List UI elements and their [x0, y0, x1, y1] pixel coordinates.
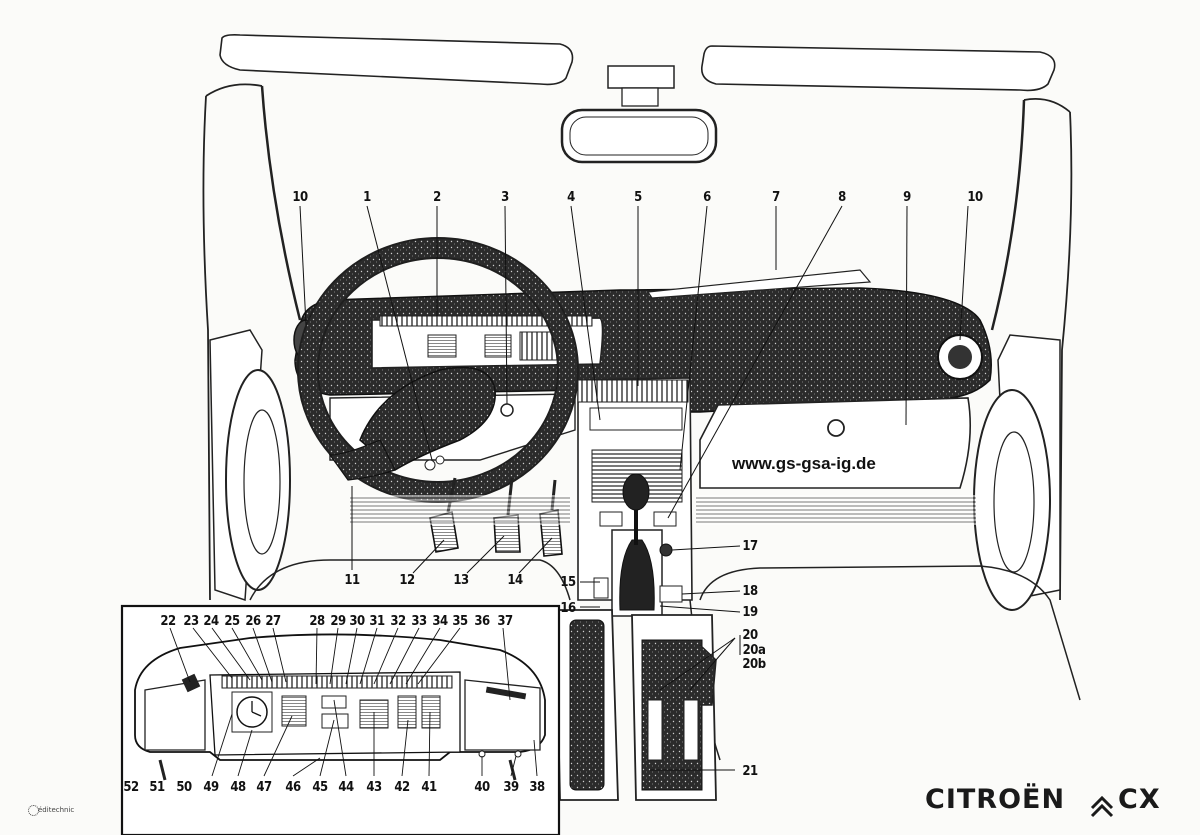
callout-34: 34	[432, 614, 448, 629]
callout-22: 22	[160, 614, 176, 629]
gear-knob	[622, 473, 650, 511]
website-label: www.gs-gsa-ig.de	[726, 452, 882, 476]
callout-31: 31	[369, 614, 385, 629]
callout-23: 23	[183, 614, 199, 629]
callout-2: 2	[433, 190, 441, 205]
callout-44: 44	[338, 780, 354, 795]
callout-49: 49	[203, 780, 219, 795]
callout-36: 36	[474, 614, 490, 629]
mirror-mount	[607, 65, 675, 89]
brand-name: CITROËN	[925, 784, 1066, 815]
callout-1: 1	[363, 190, 371, 205]
callout-12: 12	[399, 573, 415, 588]
callout-3: 3	[501, 190, 509, 205]
callout-47: 47	[256, 780, 272, 795]
callout-50: 50	[176, 780, 192, 795]
callout-15: 15	[560, 575, 576, 590]
callout-38: 38	[529, 780, 545, 795]
callout-6: 6	[703, 190, 711, 205]
callout-4: 4	[567, 190, 575, 205]
callout-32: 32	[390, 614, 406, 629]
callout-7: 7	[772, 190, 780, 205]
callout-39: 39	[503, 780, 519, 795]
callout-42: 42	[394, 780, 410, 795]
callout-48: 48	[230, 780, 246, 795]
callout-52: 52	[123, 780, 139, 795]
callout-20a: 20a	[742, 643, 766, 658]
callout-20b: 20b	[742, 657, 766, 672]
citroen-chevron-logo	[1090, 795, 1114, 818]
callout-13: 13	[453, 573, 469, 588]
callout-21: 21	[742, 764, 758, 779]
rearview-mirror	[560, 108, 718, 164]
callout-51: 51	[149, 780, 165, 795]
callout-27: 27	[265, 614, 281, 629]
callout-18: 18	[742, 584, 758, 599]
callout-35: 35	[452, 614, 468, 629]
heater-control-strip	[577, 379, 689, 403]
callout-40: 40	[474, 780, 490, 795]
gear-boot	[619, 539, 655, 611]
callout-10-left: 10	[292, 190, 308, 205]
callout-29: 29	[330, 614, 346, 629]
callout-14: 14	[507, 573, 523, 588]
publisher-label: éditechnic	[38, 806, 75, 814]
steering-hub	[359, 366, 496, 471]
callout-5: 5	[634, 190, 642, 205]
callout-28: 28	[309, 614, 325, 629]
callout-26: 26	[245, 614, 261, 629]
callout-19: 19	[742, 605, 758, 620]
callout-33: 33	[411, 614, 427, 629]
callout-17: 17	[742, 539, 758, 554]
callout-43: 43	[366, 780, 382, 795]
callout-24: 24	[203, 614, 219, 629]
callout-9: 9	[903, 190, 911, 205]
callout-46: 46	[285, 780, 301, 795]
callout-37: 37	[497, 614, 513, 629]
callout-11: 11	[344, 573, 360, 588]
callout-45: 45	[312, 780, 328, 795]
callout-16: 16	[560, 601, 576, 616]
callout-8: 8	[838, 190, 846, 205]
publisher-logo-icon	[28, 805, 39, 816]
callout-25: 25	[224, 614, 240, 629]
callout-20: 20	[742, 628, 758, 643]
brand-model: CX	[1118, 784, 1161, 815]
right-sun-visor	[700, 45, 1056, 92]
left-sun-visor	[219, 34, 574, 86]
callout-30: 30	[349, 614, 365, 629]
callout-10-right: 10	[967, 190, 983, 205]
callout-41: 41	[421, 780, 437, 795]
windscreen-frame	[260, 85, 1026, 331]
